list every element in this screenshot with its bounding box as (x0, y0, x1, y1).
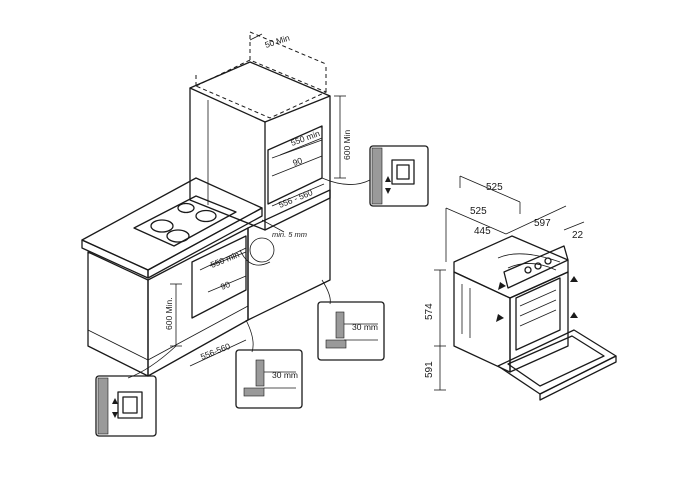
cabinet-assembly: 50 Min 600 Min 550 min 90 556 - 560 min.… (81, 31, 429, 437)
dim-oven-width-inner: 445 (474, 226, 491, 237)
dim-oven-height-inner: 574 (424, 303, 435, 320)
oven-dimensions: 525 525 445 597 22 574 591 (424, 175, 585, 391)
detail-lower-square (95, 375, 157, 437)
detail-mid-section: 30 mm (235, 349, 303, 409)
oven-unit (453, 235, 617, 401)
dim-lower-gap: 90 (219, 279, 232, 292)
dim-column-height: 600 Min (342, 129, 352, 160)
dim-oven-height-outer: 591 (424, 361, 435, 378)
dim-oven-depth-inner: 525 (470, 206, 487, 217)
detail-upper-square (369, 145, 429, 207)
detail-right-section: 30 mm (317, 301, 385, 361)
dim-upper-gap: 90 (291, 155, 304, 168)
dim-top-clearance: 50 Min (264, 32, 292, 49)
hob (133, 195, 237, 247)
dim-lower-height: 600 Min. (164, 297, 174, 330)
dim-lower-depth: 550 min (209, 249, 241, 270)
dim-hob-gap: min. 5 mm (272, 230, 307, 239)
dim-detail-right: 30 mm (352, 322, 378, 332)
dim-detail-mid: 30 mm (272, 370, 298, 380)
dim-panel-offset: 22 (572, 230, 584, 241)
base-counter-unit (81, 177, 331, 377)
dim-oven-width-outer: 597 (534, 218, 551, 229)
dim-oven-depth-outer: 525 (486, 182, 503, 193)
